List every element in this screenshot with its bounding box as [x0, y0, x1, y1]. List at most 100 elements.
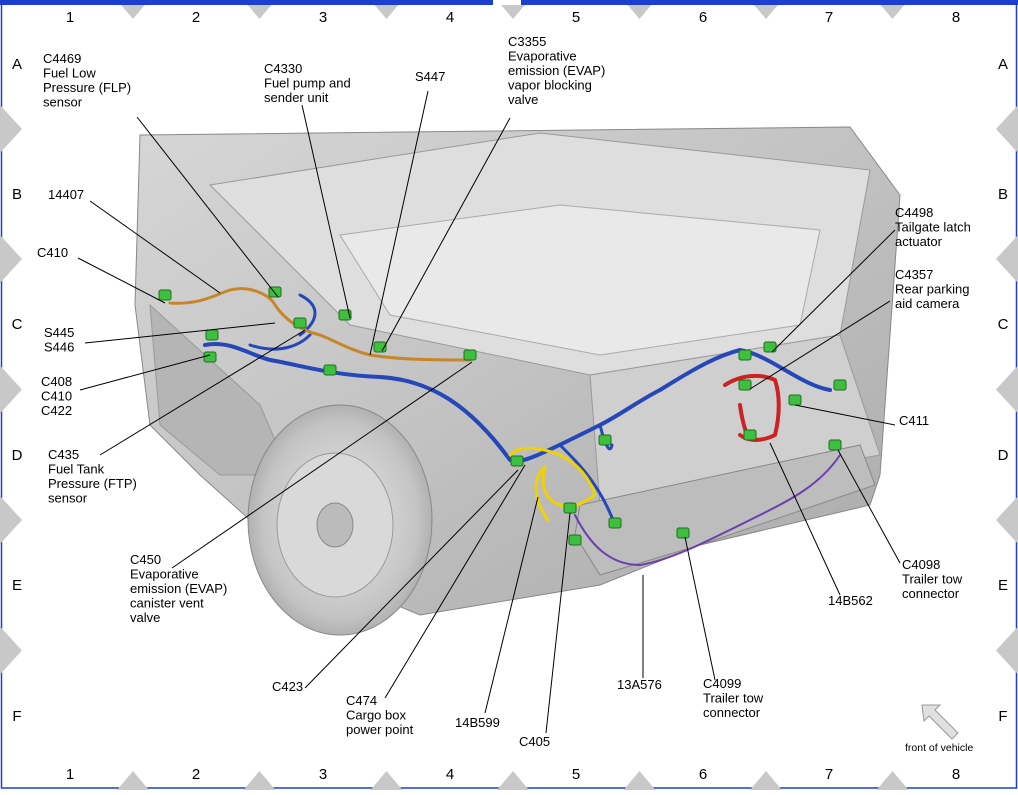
callout-line: actuator — [895, 234, 943, 249]
connector-icon — [763, 341, 777, 353]
edge-triangle — [0, 105, 22, 153]
edge-triangle — [501, 5, 525, 19]
edge-triangle — [996, 105, 1018, 153]
row-label-left: C — [12, 316, 23, 333]
callout-line: vapor blocking — [508, 78, 592, 93]
column-label-bottom: 8 — [952, 766, 960, 783]
row-label-left: F — [12, 708, 21, 725]
callout-line: emission (EVAP) — [130, 581, 227, 596]
edge-triangle — [754, 5, 778, 19]
callout-line: Fuel Tank — [48, 462, 105, 477]
callout-line: Fuel Low — [43, 66, 96, 81]
edge-triangle — [996, 626, 1018, 675]
callout-14407: 14407 — [48, 187, 84, 202]
column-label-top: 4 — [446, 9, 454, 26]
callout-line: S446 — [44, 340, 74, 355]
callout-line: C411 — [899, 413, 929, 428]
leader-lines — [77, 90, 901, 734]
edge-triangle — [497, 771, 529, 790]
column-label-top: 5 — [572, 9, 580, 26]
edge-triangle — [627, 5, 652, 19]
column-label-top: 6 — [699, 9, 707, 26]
callout-line: C4098 — [902, 557, 940, 572]
callout-line: emission (EVAP) — [508, 63, 605, 78]
column-label-top: 8 — [952, 9, 960, 26]
callout-line: sensor — [48, 491, 88, 506]
callout-line: valve — [508, 92, 538, 107]
callout-line: sensor — [43, 95, 83, 110]
edge-triangle — [370, 771, 403, 790]
connector-icon — [338, 309, 352, 321]
callout-line: C4099 — [703, 676, 741, 691]
callout-line: C410 — [37, 245, 68, 260]
row-label-right: C — [998, 316, 1009, 333]
row-label-left: E — [12, 577, 22, 594]
callout-line: sender unit — [264, 90, 329, 105]
column-label-bottom: 5 — [572, 766, 580, 783]
callout-13a576: 13A576 — [617, 677, 662, 692]
edge-triangle — [121, 5, 145, 19]
callout-line: C4357 — [895, 267, 933, 282]
connector-icon — [158, 289, 172, 301]
edge-triangle — [0, 365, 22, 414]
edge-triangle — [996, 496, 1018, 544]
connector-icon — [828, 439, 842, 451]
edge-triangle — [623, 771, 656, 790]
callout-c411: C411 — [899, 413, 929, 428]
callout-line: Tailgate latch — [895, 220, 971, 235]
callout-c405: C405 — [519, 734, 550, 749]
callout-line: C422 — [41, 403, 72, 418]
connector-icon — [568, 534, 582, 546]
row-label-left: D — [12, 447, 23, 464]
column-label-bottom: 2 — [192, 766, 200, 783]
callout-line: Fuel pump and — [264, 76, 351, 91]
connector-icon — [510, 455, 524, 467]
front-of-vehicle-label: front of vehicle — [905, 742, 973, 754]
front-of-vehicle-arrow-icon — [921, 704, 959, 740]
row-label-left: A — [12, 56, 22, 73]
callout-line: canister vent — [130, 596, 204, 611]
callout-line: Evaporative — [508, 49, 577, 64]
callout-line: C3355 — [508, 34, 546, 49]
edge-triangle — [996, 365, 1018, 414]
connector-icon — [738, 379, 752, 391]
callout-c423: C423 — [272, 679, 303, 694]
callout-line: power point — [346, 722, 414, 737]
connector-icon — [743, 429, 757, 441]
connector-icon — [833, 379, 847, 391]
column-label-top: 2 — [192, 9, 200, 26]
edge-markers — [0, 5, 1018, 790]
callout-line: Evaporative — [130, 567, 199, 582]
row-label-right: A — [998, 56, 1008, 73]
callout-line: Trailer tow — [902, 572, 963, 587]
callout-line: S447 — [415, 69, 445, 84]
connector-icon — [608, 517, 622, 529]
connector-icon — [598, 434, 612, 446]
callout-line: aid camera — [895, 296, 960, 311]
column-label-top: 1 — [66, 9, 74, 26]
edge-triangle — [876, 771, 909, 790]
callout-line: C450 — [130, 552, 161, 567]
connector-icon — [203, 351, 217, 363]
callout-line: C410 — [41, 389, 72, 404]
row-label-right: F — [998, 708, 1007, 725]
callout-line: Pressure (FLP) — [43, 80, 131, 95]
connector-icon — [463, 349, 477, 361]
edge-triangle — [996, 235, 1018, 283]
callout-line: S445 — [44, 325, 74, 340]
edge-triangle — [0, 626, 22, 675]
connector-icon — [676, 527, 690, 539]
row-label-right: E — [998, 577, 1008, 594]
edge-triangle — [247, 5, 272, 19]
callout-line: 14B599 — [455, 715, 500, 730]
